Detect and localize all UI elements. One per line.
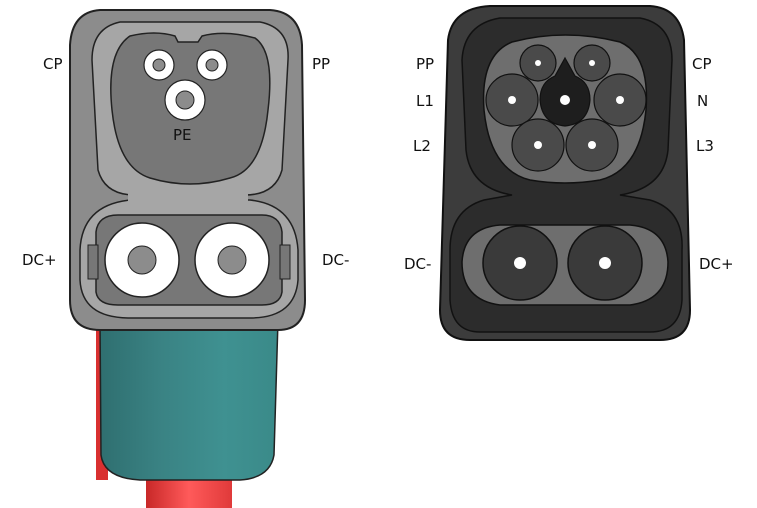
socket-label-l2: L2 (413, 137, 431, 155)
plug-teal-sleeve (99, 319, 279, 481)
plug-dc-key-right (279, 244, 291, 280)
plug-pin-dc-plus (104, 222, 180, 298)
plug-label-dc-minus: DC- (322, 251, 349, 269)
plug-pin-pp (196, 49, 228, 81)
plug-dc-key-left (87, 244, 99, 280)
socket-pin-pp (519, 44, 557, 82)
socket-pin-dc-minus (482, 225, 558, 301)
plug-label-pp: PP (312, 55, 330, 73)
socket-inlet: PP CP L1 N L2 L3 DC- DC+ (404, 5, 734, 341)
socket-label-dc-minus: DC- (404, 255, 431, 273)
plug-pin-cp (143, 49, 175, 81)
socket-label-n: N (697, 92, 708, 110)
socket-label-dc-plus: DC+ (699, 255, 734, 273)
socket-label-l3: L3 (696, 137, 714, 155)
socket-label-l1: L1 (416, 92, 434, 110)
socket-label-pp: PP (416, 55, 434, 73)
socket-pin-dc-plus (567, 225, 643, 301)
plug-label-dc-plus: DC+ (22, 251, 57, 269)
plug-label-cp: CP (43, 55, 63, 73)
plug-label-pe: PE (173, 126, 192, 144)
socket-pin-l3 (565, 118, 619, 172)
plug-neck (128, 182, 248, 206)
plug-pin-pe (164, 79, 206, 121)
socket-label-cp: CP (692, 55, 712, 73)
socket-pin-cp (573, 44, 611, 82)
plug-connector: CP PP PE DC+ DC- (22, 9, 349, 508)
socket-pin-pe (539, 56, 591, 127)
socket-pin-l2 (511, 118, 565, 172)
socket-pin-n (593, 73, 647, 127)
plug-pin-dc-minus (194, 222, 270, 298)
socket-pin-l1 (485, 73, 539, 127)
